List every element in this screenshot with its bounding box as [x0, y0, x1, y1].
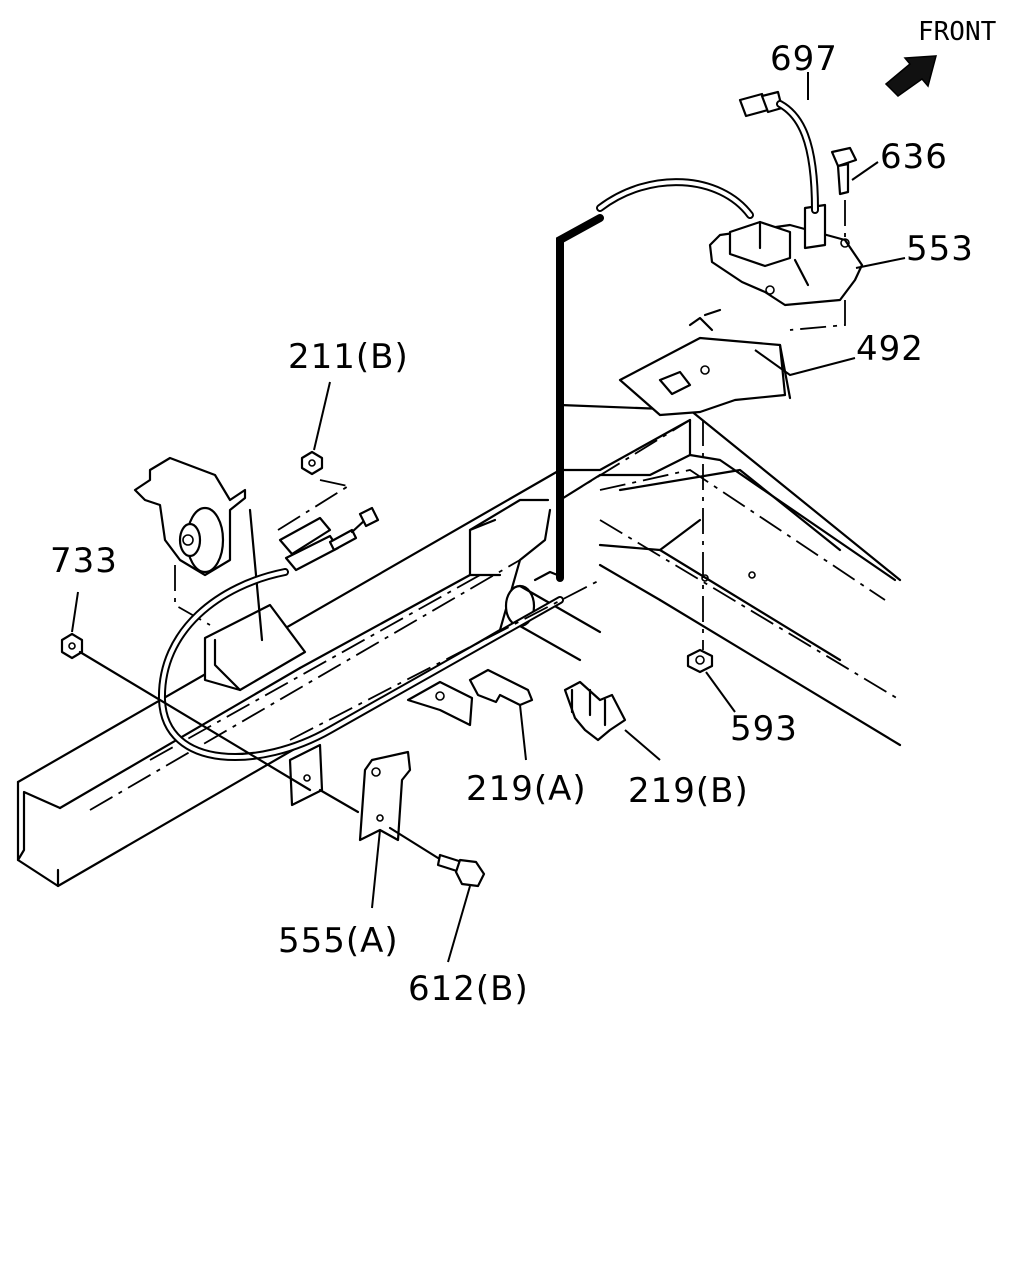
callout-555a: 555(A)	[278, 921, 399, 961]
bracket-555a	[288, 743, 412, 842]
front-label: FRONT	[918, 17, 997, 47]
callout-492: 492	[856, 329, 924, 369]
nut-211b	[300, 450, 324, 476]
callout-636: 636	[880, 137, 948, 177]
cable-end-fitting	[277, 484, 380, 572]
nut-733	[60, 632, 84, 660]
pulley-bracket	[133, 456, 307, 692]
callout-697: 697	[770, 39, 838, 79]
leader-lines	[71, 72, 906, 963]
callout-219b: 219(B)	[628, 771, 749, 811]
brake-switch-assembly	[708, 203, 864, 307]
clip-219a	[406, 668, 534, 727]
callout-593: 593	[730, 709, 798, 749]
wire-harness	[738, 90, 819, 214]
bracket-492	[618, 308, 792, 417]
bolt-612b	[436, 853, 486, 888]
front-indicator: FRONT	[884, 17, 997, 97]
callout-612b: 612(B)	[408, 969, 529, 1009]
callout-219a: 219(A)	[466, 769, 587, 809]
clip-219b	[563, 680, 627, 742]
front-arrow-icon	[884, 55, 937, 97]
frame-rail	[16, 418, 692, 888]
assembly-lines	[78, 200, 846, 860]
nut-593	[686, 648, 714, 674]
callout-553: 553	[906, 229, 974, 269]
callout-labels: 697 636 553 492 211(B) 733 593 219(A) 21…	[50, 39, 974, 1009]
callout-733: 733	[50, 541, 118, 581]
floor-panel	[558, 403, 902, 747]
bolt-636	[830, 146, 858, 196]
tube-end	[504, 570, 602, 662]
callout-211b: 211(B)	[288, 337, 409, 377]
